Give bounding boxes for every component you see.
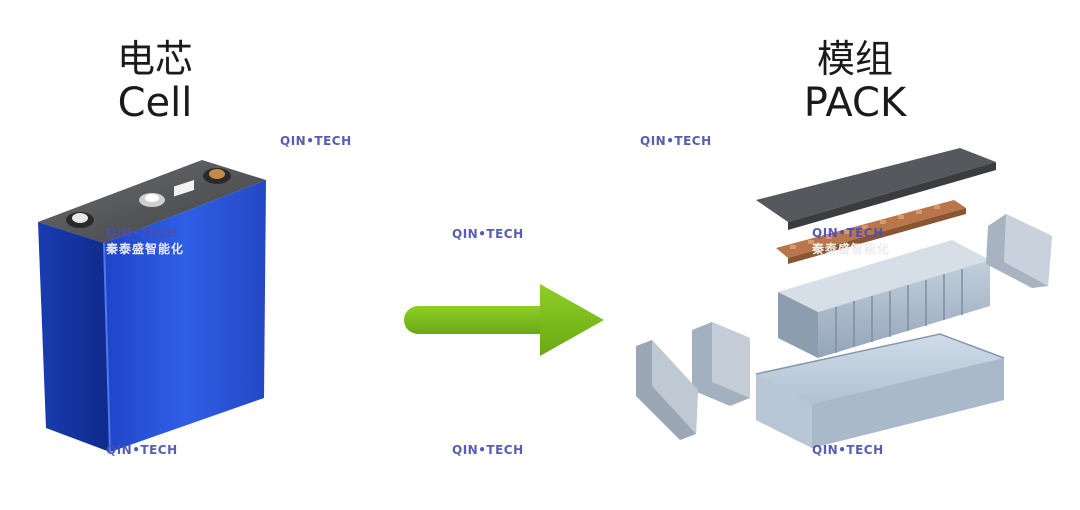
watermark-text: QIN•TECH <box>452 443 524 457</box>
watermark-text: QIN•TECH <box>106 226 178 240</box>
cell-title: 电芯 Cell <box>80 38 230 125</box>
pack-label-zh: 模组 <box>816 37 893 81</box>
battery-cell-icon <box>38 160 266 453</box>
pack-label-en: PACK <box>803 79 907 126</box>
watermark-text: QIN•TECH <box>640 134 712 148</box>
watermark-text: QIN•TECH <box>812 226 884 240</box>
watermark-text-cn: 秦泰盛智能化 <box>106 242 185 256</box>
arrow-right-icon <box>404 284 604 356</box>
watermark-text: QIN•TECH <box>106 443 178 457</box>
watermark-text: QIN•TECH <box>280 134 352 148</box>
watermark-text-cn: 秦泰盛智能化 <box>812 242 891 256</box>
cell-label-zh: 电芯 <box>116 37 193 81</box>
watermark-text: QIN•TECH <box>452 227 524 241</box>
pack-title: 模组 PACK <box>770 38 940 125</box>
cell-label-en: Cell <box>117 79 193 126</box>
exploded-battery-pack-icon <box>636 148 1052 448</box>
watermark-text: QIN•TECH <box>812 443 884 457</box>
